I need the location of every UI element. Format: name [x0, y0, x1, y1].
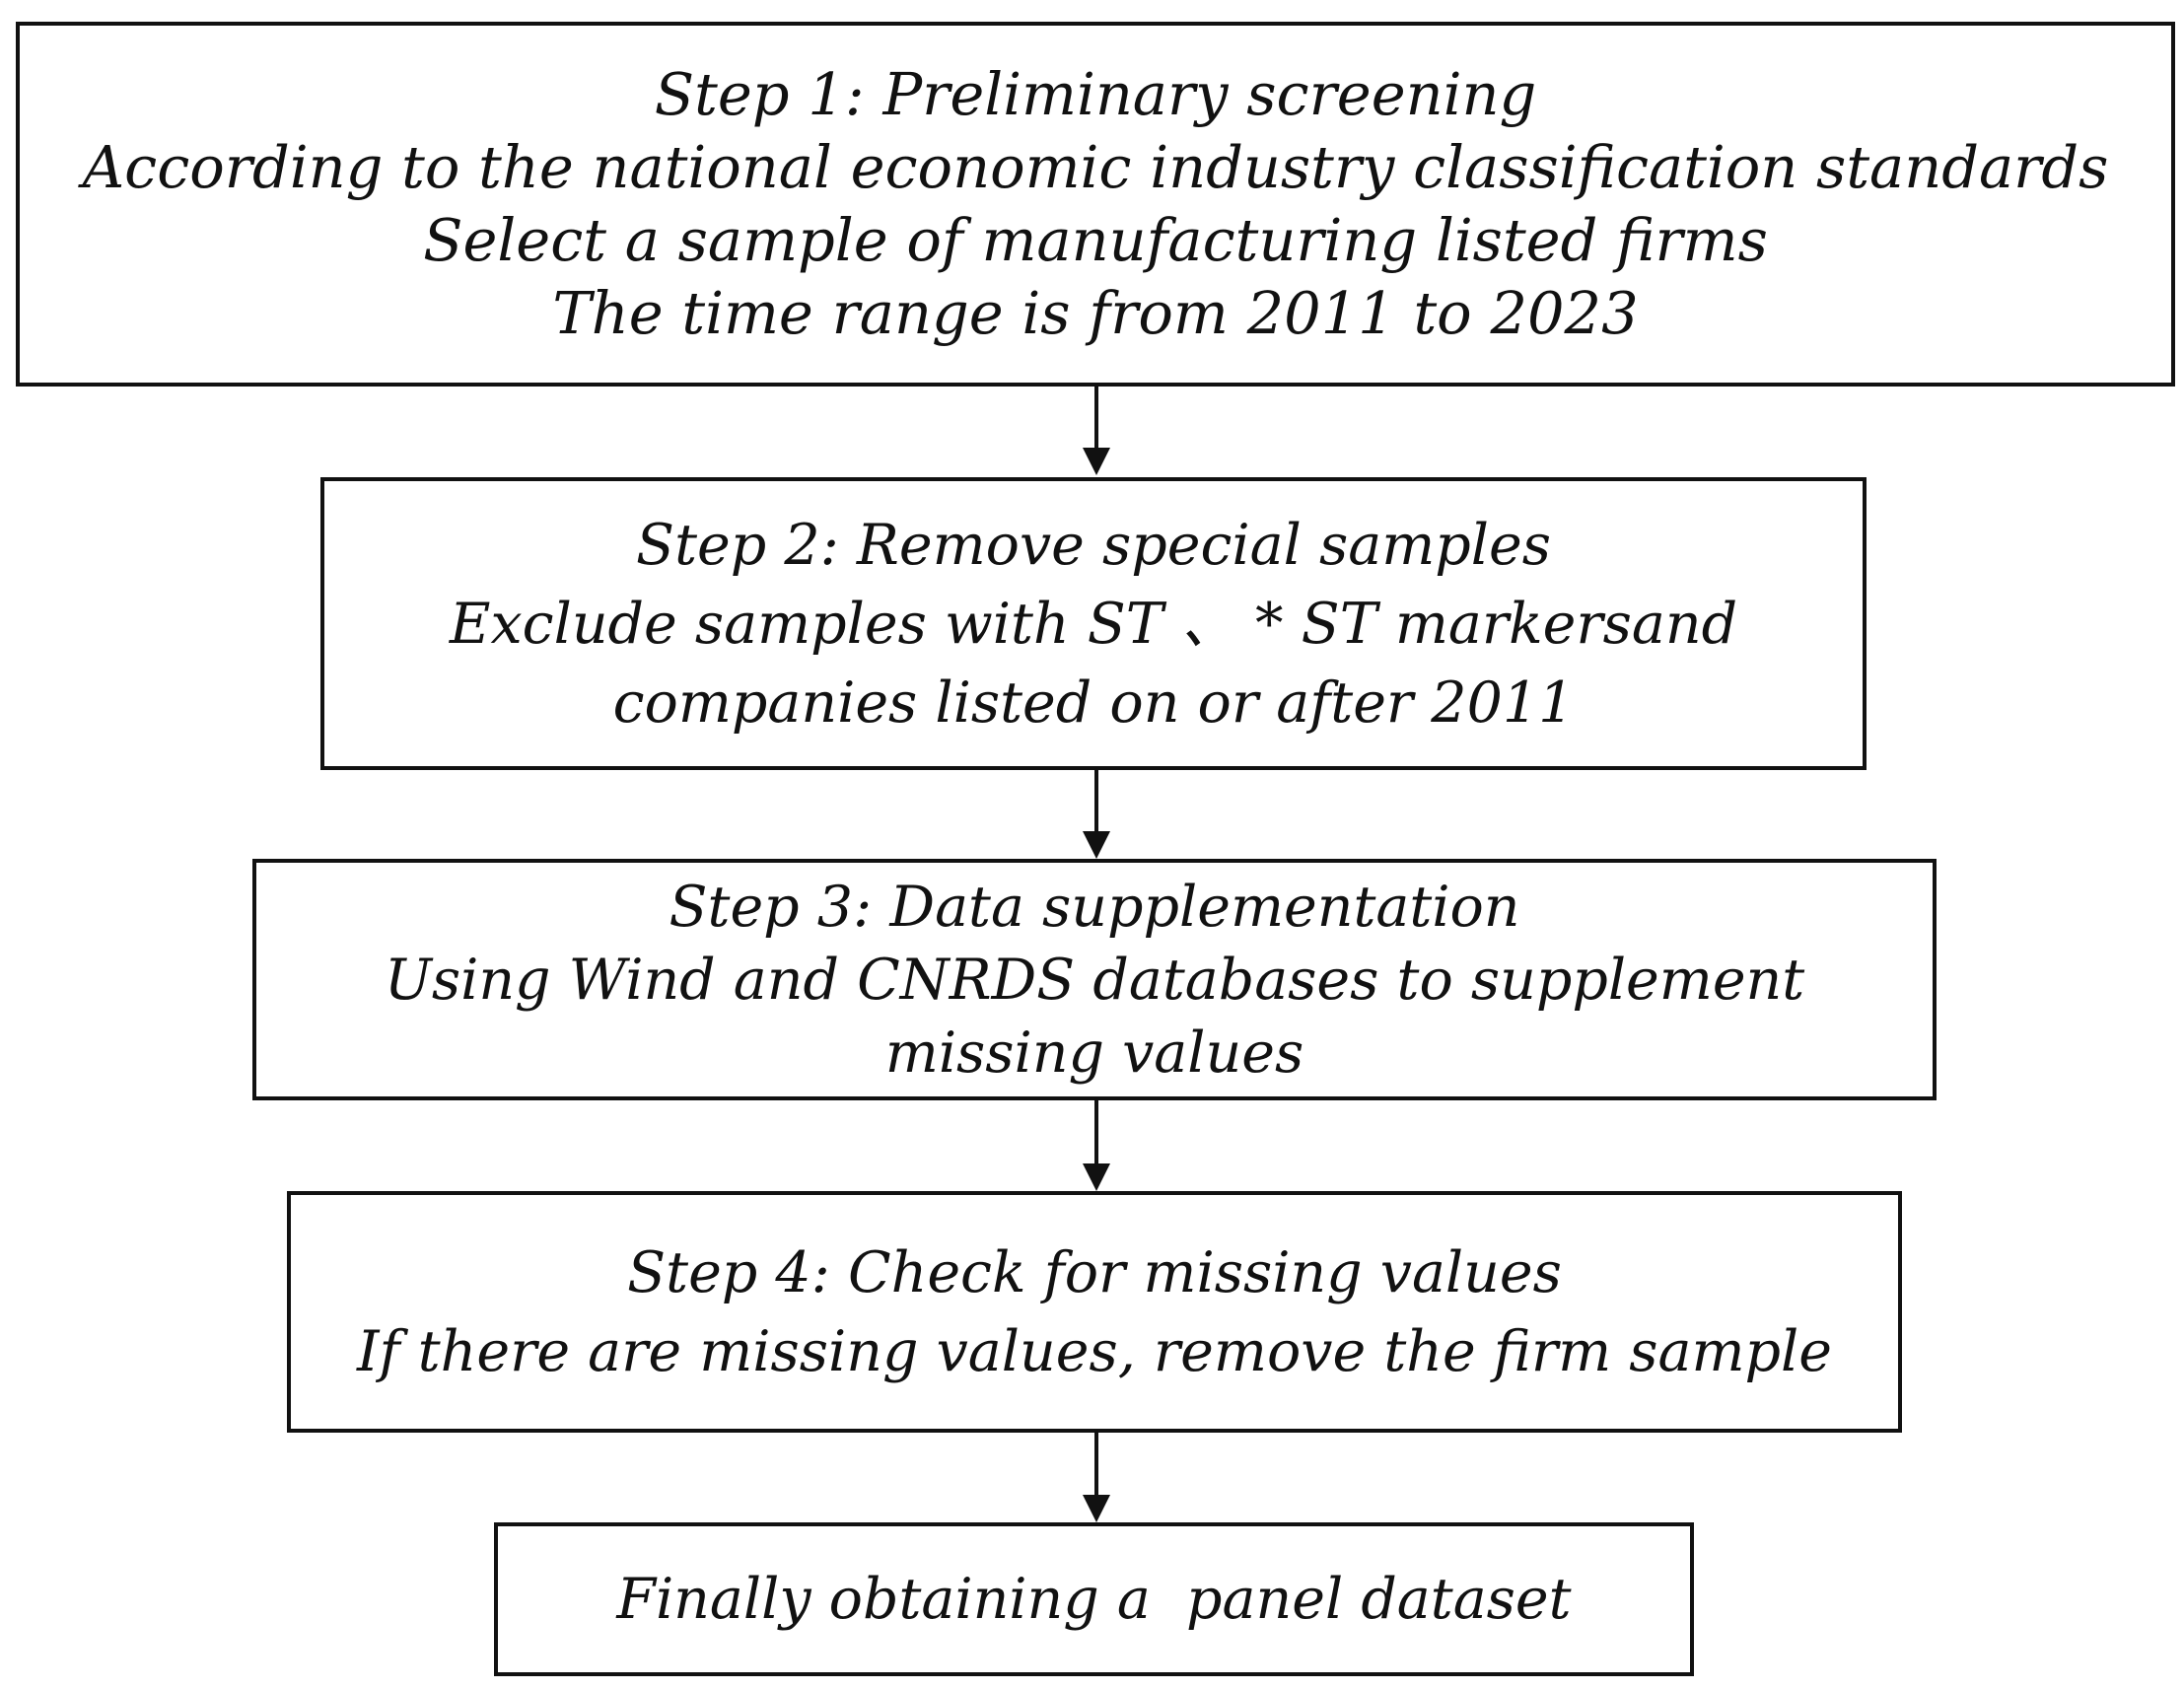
arrow-1-head: [1083, 448, 1110, 475]
step-4-title: Step 4: Check for missing values: [627, 1239, 1562, 1305]
step-2-title: Step 2: Remove special samples: [636, 512, 1551, 578]
step-2-box: Step 2: Remove special samples Exclude s…: [320, 477, 1867, 770]
step-3-title: Step 3: Data supplementation: [669, 874, 1520, 940]
arrow-1-shaft: [1094, 387, 1098, 452]
arrow-4-head: [1083, 1495, 1110, 1522]
arrow-3-head: [1083, 1163, 1110, 1191]
step-1-line-3: Select a sample of manufacturing listed …: [423, 206, 1768, 274]
step-2-line-2: Exclude samples with ST 、 * ST markersan…: [449, 591, 1738, 657]
arrow-3-shaft: [1094, 1100, 1098, 1165]
step-2-line-3: companies listed on or after 2011: [612, 669, 1575, 736]
arrow-2-shaft: [1094, 770, 1098, 833]
step-1-box: Step 1: Preliminary screening According …: [16, 22, 2175, 387]
arrow-4-shaft: [1094, 1433, 1098, 1497]
final-result-box: Finally obtaining a panel dataset: [494, 1522, 1694, 1676]
step-1-line-4: The time range is from 2011 to 2023: [552, 279, 1639, 347]
step-4-box: Step 4: Check for missing values If ther…: [287, 1191, 1902, 1433]
step-3-line-2: Using Wind and CNRDS databases to supple…: [384, 947, 1805, 1013]
step-3-line-3: missing values: [884, 1020, 1304, 1086]
step-3-box: Step 3: Data supplementation Using Wind …: [252, 859, 1937, 1100]
step-1-line-2: According to the national economic indus…: [82, 133, 2109, 201]
step-4-line-2: If there are missing values, remove the …: [357, 1318, 1832, 1384]
final-result-text: Finally obtaining a panel dataset: [616, 1567, 1572, 1632]
step-1-title: Step 1: Preliminary screening: [654, 60, 1537, 128]
arrow-2-head: [1083, 831, 1110, 859]
